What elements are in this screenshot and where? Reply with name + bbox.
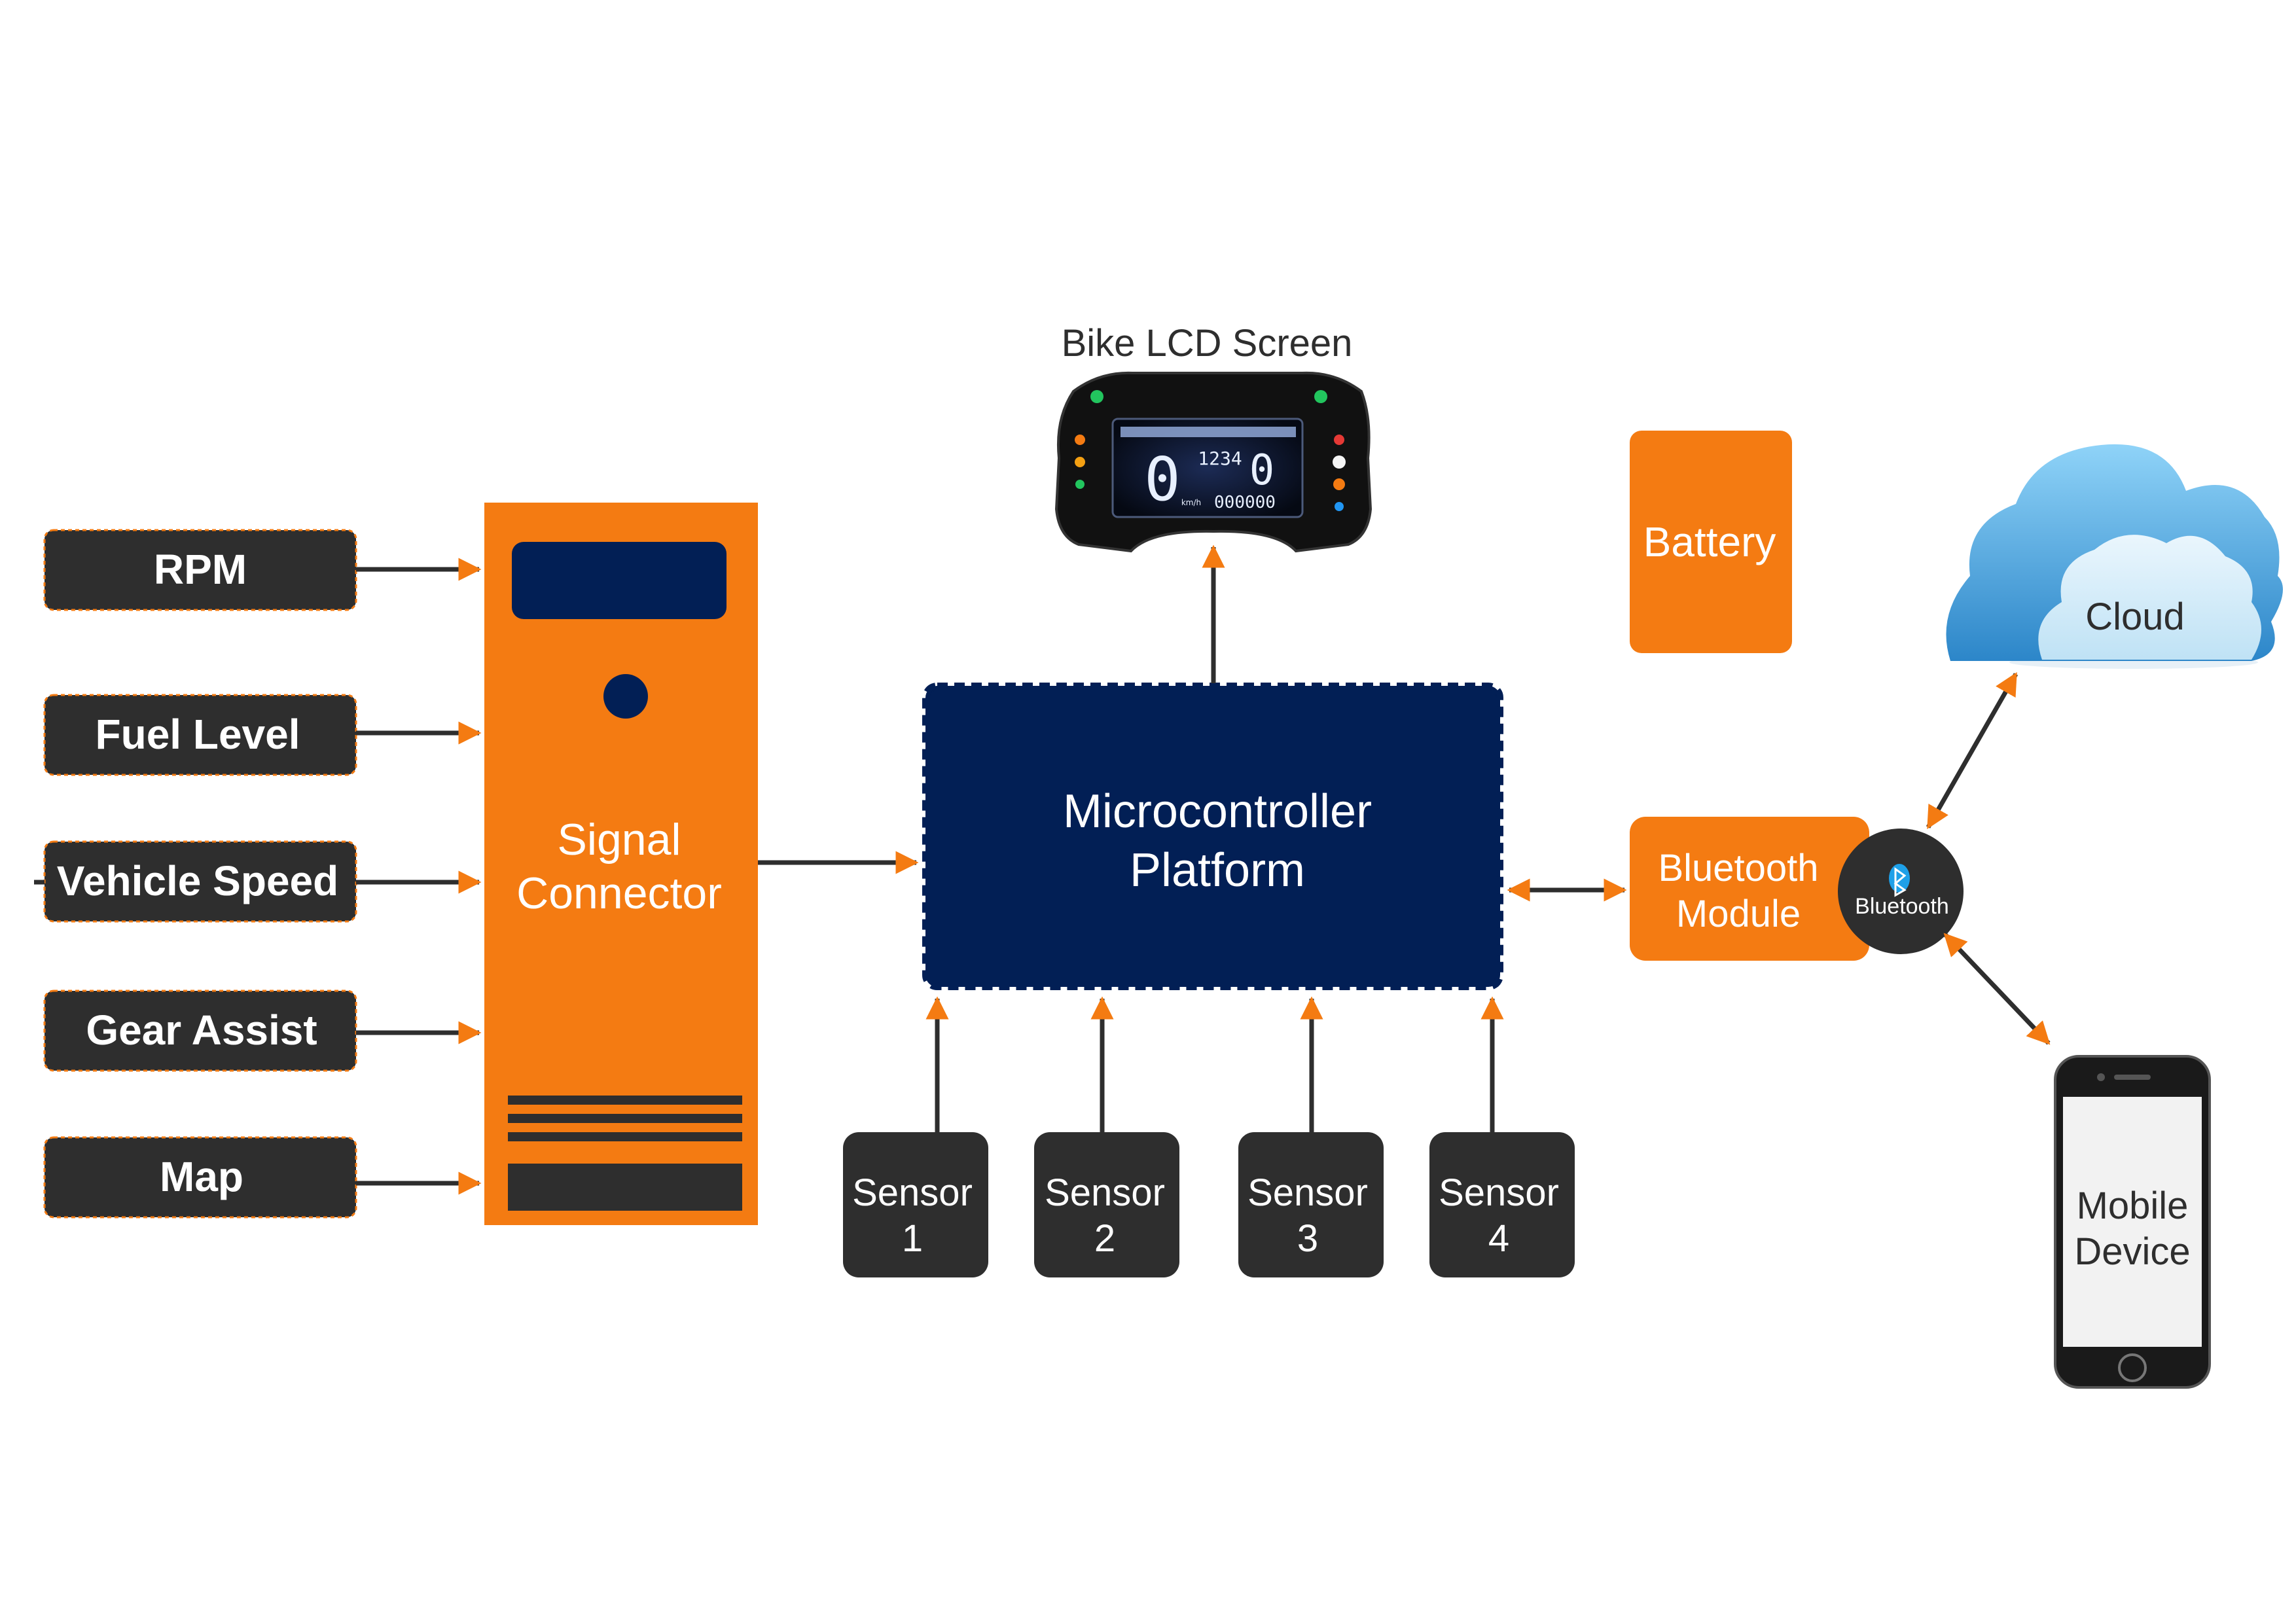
input-label-vehicle-speed: Vehicle Speed — [57, 857, 338, 904]
input-label-rpm: RPM — [154, 546, 247, 593]
signal-connector-vent-1 — [508, 1096, 742, 1105]
lcd-temp-light — [1334, 435, 1344, 445]
bluetooth-icon — [1889, 864, 1910, 897]
mobile-camera — [2097, 1073, 2105, 1081]
battery-label: Battery — [1643, 518, 1776, 565]
input-arrows — [356, 558, 482, 1195]
input-label-gear-assist: Gear Assist — [86, 1007, 317, 1054]
input-box-gear-assist: Gear Assist — [43, 990, 357, 1072]
signal-connector: Signal Connector — [484, 503, 758, 1225]
mobile-label-line2: Device — [2074, 1230, 2190, 1273]
signal-connector-vent-3 — [508, 1132, 742, 1141]
sensor-box-2: Sensor 2 — [1034, 1132, 1179, 1277]
mobile-home-button — [2118, 1353, 2147, 1382]
sensor-1-label-line1: Sensor — [852, 1171, 973, 1214]
sensor-4-label-line2: 4 — [1488, 1217, 1509, 1260]
lcd-rpm-bar — [1121, 427, 1296, 437]
cloud-label: Cloud — [2085, 596, 2185, 638]
lcd-warning-oil — [1075, 435, 1085, 445]
input-box-map: Map — [43, 1136, 357, 1219]
microcontroller-label-line2: Platform — [1130, 844, 1305, 897]
bluetooth-module-label-line2: Module — [1676, 893, 1801, 935]
signal-connector-label-line2: Connector — [516, 868, 722, 918]
lcd-neutral-light — [1075, 480, 1085, 489]
sensor-1-label-line2: 1 — [902, 1217, 923, 1260]
mobile-speaker — [2114, 1075, 2151, 1080]
input-label-fuel-level: Fuel Level — [96, 711, 300, 758]
cloud-icon: Cloud — [1946, 444, 2283, 669]
lcd-left-indicator — [1090, 390, 1103, 403]
lcd-top-digits: 1234 — [1198, 448, 1242, 469]
signal-connector-led — [603, 674, 648, 719]
lcd-big-digit: 0 — [1144, 444, 1180, 514]
lcd-warning-engine — [1075, 457, 1085, 467]
sensor-2-label-line1: Sensor — [1045, 1171, 1165, 1214]
lcd-gear-digit: 0 — [1249, 446, 1275, 495]
input-box-vehicle-speed: Vehicle Speed — [43, 840, 357, 923]
lcd-odometer: 000000 — [1214, 493, 1276, 512]
signal-connector-vent-2 — [508, 1114, 742, 1123]
lcd-highbeam-light — [1335, 502, 1344, 511]
bike-lcd-screen: 0 1234 0 km/h 000000 — [1054, 371, 1372, 553]
lcd-right-indicator — [1314, 390, 1327, 403]
arrow-bluetooth-cloud — [1926, 671, 2018, 830]
sensor-box-4: Sensor 4 — [1429, 1132, 1575, 1277]
battery-box: Battery — [1630, 431, 1792, 653]
bluetooth-module: Bluetooth Module — [1630, 817, 1869, 961]
sensor-2-label-line2: 2 — [1094, 1217, 1115, 1260]
lcd-title: Bike LCD Screen — [1062, 322, 1353, 365]
sensor-3-label-line1: Sensor — [1247, 1171, 1368, 1214]
bluetooth-badge-label: Bluetooth — [1855, 894, 1949, 919]
lcd-unit: km/h — [1181, 498, 1201, 507]
input-label-map: Map — [160, 1153, 243, 1200]
signal-connector-base-plate — [508, 1164, 742, 1211]
lcd-rpm-light — [1333, 455, 1346, 469]
mobile-device: Mobile Device — [2054, 1055, 2211, 1389]
microcontroller-label-line1: Microcontroller — [1063, 785, 1372, 838]
lcd-shift-light — [1333, 478, 1345, 490]
input-box-fuel-level: Fuel Level — [43, 694, 357, 776]
input-box-rpm: RPM — [43, 529, 357, 611]
bluetooth-badge: Bluetooth — [1838, 829, 1964, 954]
bluetooth-module-label-line1: Bluetooth — [1658, 847, 1818, 889]
sensor-arrows — [925, 996, 1504, 1132]
sensor-box-1: Sensor 1 — [843, 1132, 988, 1277]
microcontroller-platform: Microcontroller Platform — [922, 683, 1503, 990]
lcd-display-panel — [1111, 418, 1304, 518]
mobile-label-line1: Mobile — [2077, 1185, 2189, 1227]
sensor-3-label-line2: 3 — [1297, 1217, 1318, 1260]
arrow-bluetooth-mobile — [1943, 933, 2051, 1045]
mobile-screen — [2063, 1097, 2202, 1347]
signal-connector-display-slot — [512, 542, 726, 619]
signal-connector-label-line1: Signal — [557, 815, 681, 865]
sensor-4-label-line1: Sensor — [1439, 1171, 1559, 1214]
sensor-box-3: Sensor 3 — [1238, 1132, 1384, 1277]
